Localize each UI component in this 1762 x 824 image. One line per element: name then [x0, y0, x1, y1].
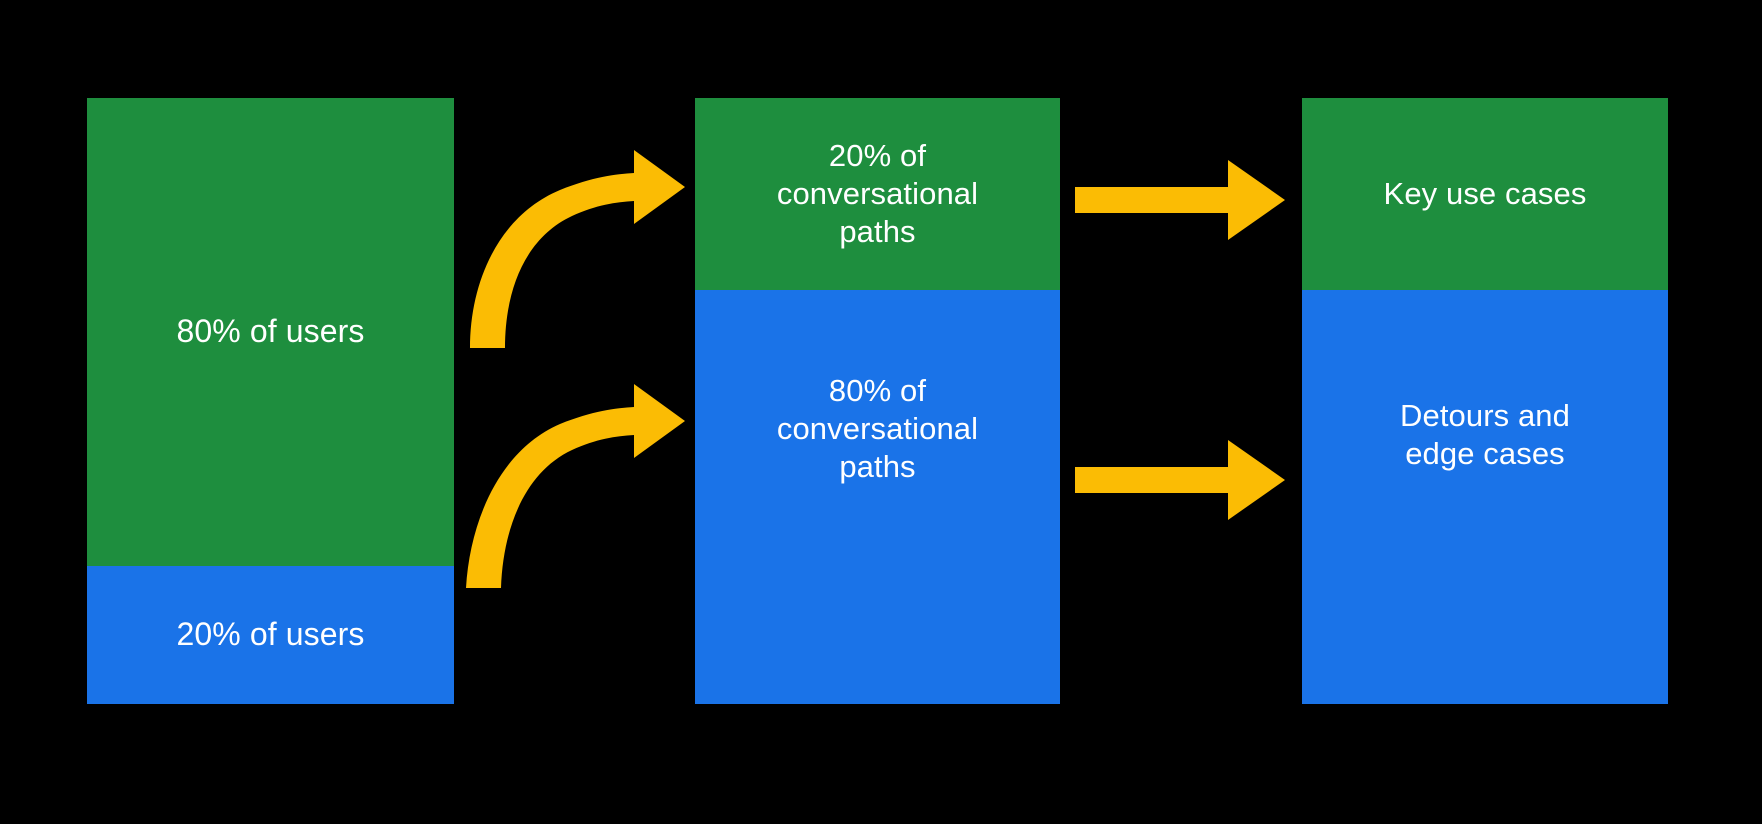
curved-arrow-2-shape	[466, 384, 685, 588]
straight-arrow-paths-minority-to-key-use-cases	[1075, 160, 1285, 240]
segment-users-majority-label: 80% of users	[176, 313, 365, 350]
segment-detours-edge-cases-label: Detours and edge cases	[1400, 398, 1570, 471]
segment-paths-minority-label: 20% of conversational paths	[776, 138, 979, 249]
curved-arrow-1-shape	[470, 150, 685, 348]
curved-arrow-users-minority-to-paths-majority	[466, 384, 685, 588]
straight-arrow-paths-majority-to-detours	[1075, 440, 1285, 520]
segment-key-use-cases: Key use cases	[1302, 98, 1668, 290]
segment-paths-minority: 20% of conversational paths	[695, 98, 1060, 290]
segment-users-minority-label: 20% of users	[176, 616, 365, 653]
column-conversational-paths: 20% of conversational paths 80% of conve…	[695, 98, 1060, 704]
column-users: 80% of users 20% of users	[87, 98, 454, 704]
straight-arrow-2-shape	[1075, 440, 1285, 520]
straight-arrow-1-shape	[1075, 160, 1285, 240]
segment-key-use-cases-label: Key use cases	[1383, 176, 1587, 212]
column-outcomes: Key use cases Detours and edge cases	[1302, 98, 1668, 704]
segment-paths-majority: 80% of conversational paths	[695, 290, 1060, 704]
segment-users-majority: 80% of users	[87, 98, 454, 566]
curved-arrow-users-majority-to-paths-minority	[470, 150, 685, 348]
segment-detours-edge-cases: Detours and edge cases	[1302, 290, 1668, 704]
segment-users-minority: 20% of users	[87, 566, 454, 704]
segment-paths-majority-label: 80% of conversational paths	[776, 373, 979, 484]
